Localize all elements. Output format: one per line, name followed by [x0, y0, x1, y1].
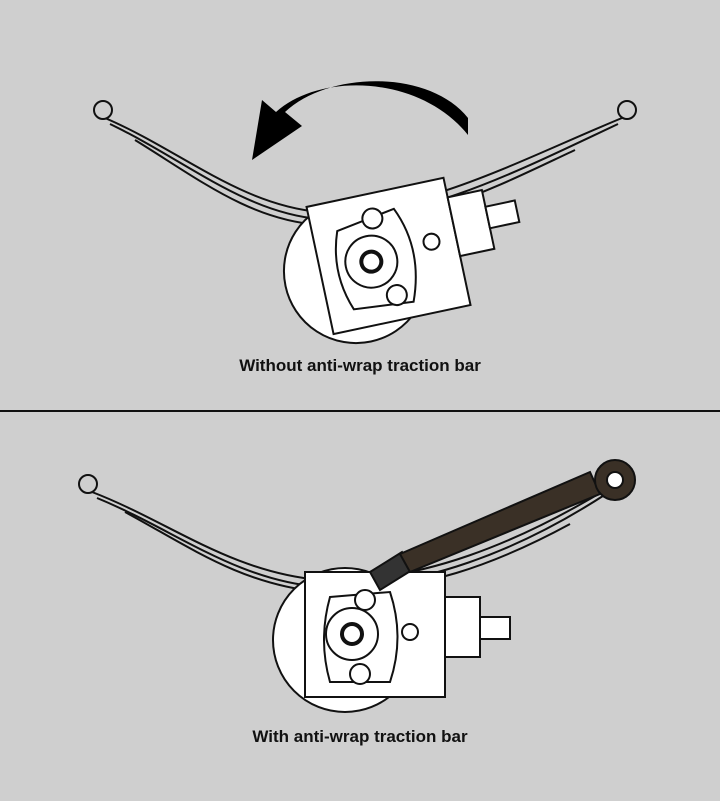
panel-with-traction-bar: With anti-wrap traction bar	[0, 412, 720, 801]
illustration-axle-wrap	[93, 81, 637, 345]
panel-without-traction-bar: Without anti-wrap traction bar	[93, 81, 637, 375]
axle-housing	[282, 176, 521, 345]
illustration-traction-bar	[78, 459, 636, 713]
anti-wrap-traction-bar	[368, 459, 636, 592]
caption-with-bar: With anti-wrap traction bar	[252, 727, 468, 746]
caption-without-bar: Without anti-wrap traction bar	[239, 356, 481, 375]
divider	[0, 410, 720, 412]
axle-housing	[272, 567, 511, 713]
wrap-direction-arrow-icon	[252, 81, 468, 160]
